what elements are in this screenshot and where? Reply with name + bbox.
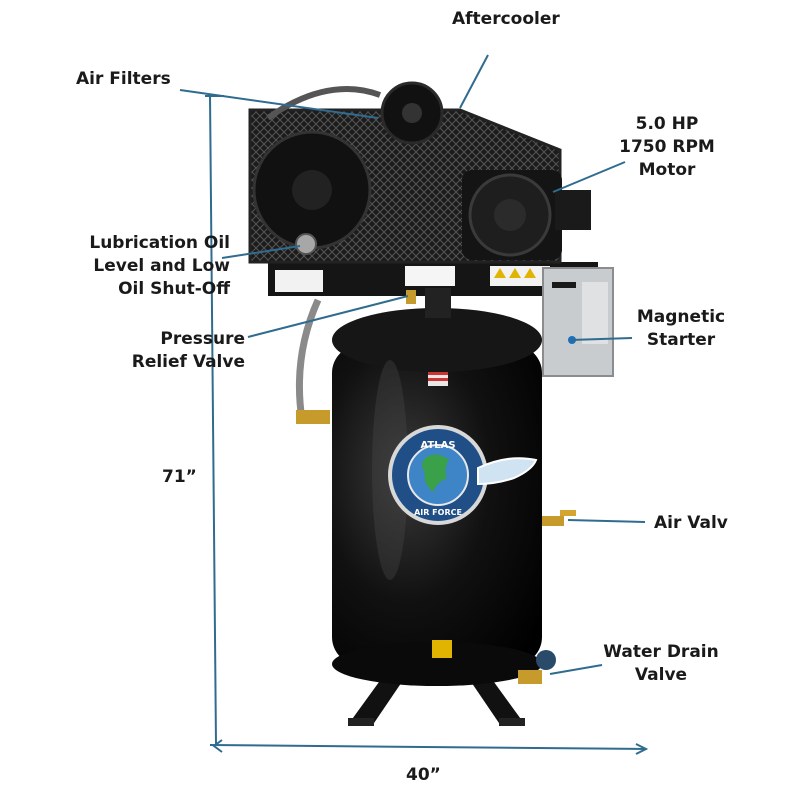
relief-valve [406, 290, 416, 304]
label-aftercooler: Aftercooler [452, 9, 560, 29]
label-lubrication: Lubrication Oil Level and Low Oil Shut-O… [58, 232, 230, 301]
label-drain-line1: Water Drain [603, 642, 719, 662]
motor [462, 170, 591, 260]
label-air-valve: Air Valv [654, 513, 728, 533]
label-prv-line1: Pressure [160, 329, 245, 349]
air-valve [542, 510, 576, 526]
label-water-drain: Water Drain Valve [596, 641, 726, 687]
label-drain-line2: Valve [634, 665, 688, 685]
label-motor-line3: Motor [638, 160, 696, 180]
label-air-filters: Air Filters [76, 69, 171, 89]
label-motor-line1: 5.0 HP [635, 114, 699, 134]
label-motor-line2: 1750 RPM [619, 137, 715, 157]
leader-lines [179, 54, 646, 675]
label-motor: 5.0 HP 1750 RPM Motor [612, 113, 722, 182]
dimension-lines [205, 94, 649, 755]
logo-text-top: ATLAS [420, 440, 455, 451]
line-fitting [296, 410, 330, 424]
flag-stripes [428, 372, 448, 381]
atlas-air-force-logo: ATLAS AIR FORCE [388, 425, 538, 525]
label-lube-line2: Level and Low [93, 256, 230, 276]
air-tank [332, 308, 542, 686]
warning-sticker [432, 640, 452, 658]
water-drain-valve [518, 650, 556, 684]
label-magnetic-starter: Magnetic Starter [626, 306, 736, 352]
label-pressure-relief: Pressure Relief Valve [100, 328, 245, 374]
compressor-head [266, 81, 444, 145]
label-height: 71” [162, 467, 197, 487]
label-mag-line2: Starter [646, 330, 716, 350]
magnetic-starter [542, 267, 614, 377]
label-lube-line1: Lubrication Oil [89, 233, 230, 253]
label-width: 40” [406, 765, 441, 785]
label-lube-line3: Oil Shut-Off [118, 279, 230, 299]
pressure-switch [425, 288, 451, 318]
label-mag-line1: Magnetic [636, 307, 726, 327]
oil-sight-glass [295, 233, 317, 255]
logo-text-bottom: AIR FORCE [414, 508, 462, 517]
label-prv-line2: Relief Valve [131, 352, 245, 372]
